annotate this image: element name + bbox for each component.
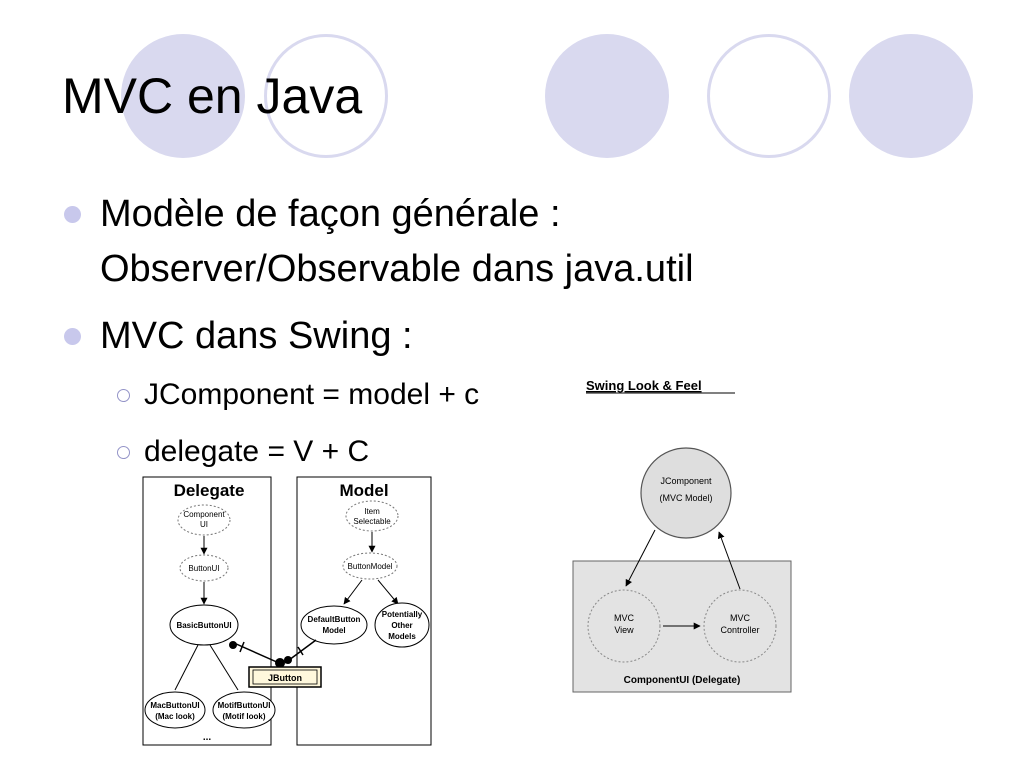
sub-bullet-2: delegate = V + C — [144, 435, 370, 468]
mvc-controller-label-1: MVC — [730, 613, 751, 623]
bullet-1-line-2: Observer/Observable dans java.util — [100, 248, 694, 290]
other-models-label-2: Other — [391, 621, 412, 630]
item-selectable-label-2: Selectable — [353, 517, 391, 526]
button-model-label: ButtonModel — [348, 562, 393, 571]
mvc-view-circle — [587, 589, 661, 663]
swing-look-and-feel-diagram: Swing Look & Feel JComponent (MVC Model)… — [572, 374, 792, 693]
component-ui-delegate-label: ComponentUI (Delegate) — [624, 675, 741, 686]
default-button-model-label-2: Model — [322, 626, 345, 635]
jbutton-box — [248, 666, 322, 688]
bullet-dot — [64, 206, 81, 223]
slide-title: MVC en Java — [62, 68, 363, 124]
sub-bullet-ring — [117, 389, 130, 402]
jbutton-label: JButton — [268, 673, 302, 683]
button-ui-label: ButtonUI — [188, 564, 219, 573]
mvc-controller-circle — [703, 589, 777, 663]
decor-ring-1 — [264, 34, 388, 158]
item-selectable-label-1: Item — [364, 507, 380, 516]
basic-button-ui-label: BasicButtonUI — [176, 621, 231, 630]
motif-button-ui-label-2: (Motif look) — [222, 712, 265, 721]
ellipsis-label: ... — [203, 732, 212, 743]
sub-bullet-ring — [117, 446, 130, 459]
look-and-feel-title: Swing Look & Feel — [586, 378, 702, 393]
component-ui-label-1: Component — [183, 510, 225, 519]
bullet-1-line-1: Modèle de façon générale : — [100, 193, 561, 235]
item-selectable-cloud — [345, 500, 399, 532]
mvc-view-label-1: MVC — [614, 613, 635, 623]
mac-button-ui-label-1: MacButtonUI — [150, 701, 199, 710]
mvc-view-label-2: View — [614, 625, 634, 635]
motif-button-ui-cloud — [212, 691, 276, 729]
jcomponent-label: JComponent — [660, 476, 712, 486]
jcomponent-sub-label: (MVC Model) — [659, 493, 712, 503]
jcomponent-circle — [640, 447, 732, 539]
other-models-cloud — [374, 602, 430, 648]
default-button-model-label-1: DefaultButton — [308, 615, 361, 624]
sub-bullet-1: JComponent = model + c — [144, 378, 480, 411]
delegate-header: Delegate — [174, 481, 245, 500]
component-ui-label-2: UI — [200, 520, 208, 529]
mvc-controller-label-2: Controller — [720, 625, 759, 635]
decor-circle-1 — [121, 34, 245, 158]
button-model-cloud — [342, 552, 398, 580]
default-button-model-cloud — [300, 605, 368, 645]
button-ui-cloud — [179, 554, 229, 582]
bullet-2: MVC dans Swing : — [100, 315, 413, 357]
model-header: Model — [339, 481, 388, 500]
bullet-dot — [64, 328, 81, 345]
basic-button-ui-cloud — [169, 604, 239, 646]
delegate-model-diagram: Delegate Model Component UI ButtonUI Bas… — [142, 476, 432, 746]
other-models-label-1: Potentially — [382, 610, 423, 619]
decor-ring-2 — [707, 34, 831, 158]
mac-button-ui-cloud — [144, 691, 206, 729]
motif-button-ui-label-1: MotifButtonUI — [218, 701, 271, 710]
decor-circle-3 — [849, 34, 973, 158]
component-ui-cloud — [177, 504, 231, 536]
other-models-label-3: Models — [388, 632, 416, 641]
mac-button-ui-label-2: (Mac look) — [155, 712, 195, 721]
decor-circle-2 — [545, 34, 669, 158]
